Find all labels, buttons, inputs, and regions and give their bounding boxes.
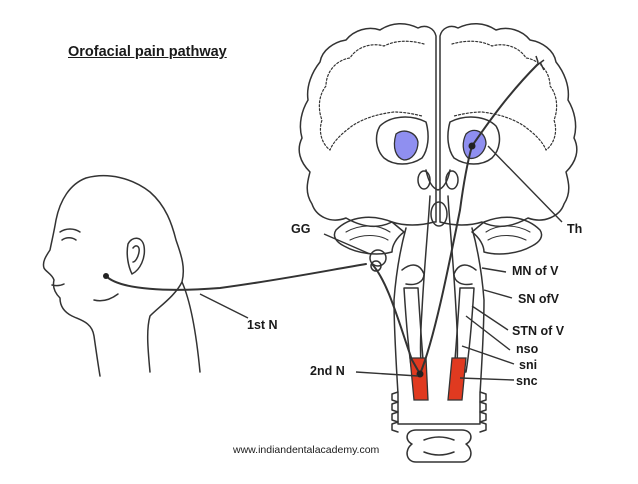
spinal-cord-right-edge — [479, 391, 487, 433]
label-gg: GG — [291, 222, 311, 236]
pathway-third-neuron — [471, 63, 539, 147]
spinal-cross-section — [406, 429, 472, 463]
label-pointers — [199, 145, 563, 381]
head-eye — [61, 237, 77, 241]
head-brow — [59, 228, 81, 233]
pathway-origin-dot — [103, 273, 109, 279]
head-ear-inner — [132, 245, 140, 263]
cerebellum-right-folds — [485, 225, 531, 241]
spinal-cross-section-inner — [423, 436, 455, 456]
thalamus-left — [393, 130, 419, 161]
brainstem-pons-right — [453, 264, 477, 286]
brain-small-left — [417, 170, 431, 190]
brain-right-hemisphere — [439, 23, 578, 228]
brain-inner-left — [375, 116, 429, 165]
pathway-synapse-dot — [416, 370, 424, 378]
nucleus-caudalis-left — [409, 357, 429, 401]
brain-small-right — [445, 170, 459, 190]
brainstem-midline-left — [419, 195, 431, 373]
label-nso: nso — [516, 342, 539, 356]
label-sn-of-v: SN ofV — [518, 292, 559, 306]
footer-url: www.indiandentalacademy.com — [233, 444, 380, 456]
label-mn-of-v: MN of V — [512, 264, 559, 278]
brain-third-ventricle — [425, 169, 451, 191]
label-1st-n: 1st N — [247, 318, 278, 332]
cerebellum-left-folds — [345, 225, 391, 241]
label-th: Th — [567, 222, 583, 236]
head-neck-back — [181, 281, 201, 373]
spinal-cord-left-edge — [391, 391, 399, 433]
head-ear — [126, 237, 146, 275]
label-snc: snc — [516, 374, 538, 388]
brain-inner-right — [447, 116, 501, 165]
label-sni: sni — [519, 358, 538, 372]
brainstem-aqueduct — [430, 201, 448, 227]
cortex-terminal — [535, 55, 545, 71]
brainstem-outline — [393, 227, 485, 425]
nucleus-caudalis-right — [447, 357, 467, 401]
pathway-second-neuron — [419, 145, 473, 375]
ganglion-gg — [369, 249, 387, 267]
cerebellum-right — [471, 216, 543, 255]
cerebellum-left — [333, 216, 405, 255]
pathway-thalamus-dot — [468, 142, 476, 150]
head-jaw — [93, 293, 119, 302]
head-mouth — [51, 283, 65, 287]
label-stn-of-v: STN of V — [512, 324, 565, 338]
brain-left-hemisphere — [298, 23, 437, 228]
diagram-title: Orofacial pain pathway — [68, 44, 227, 60]
pathway-first-neuron — [105, 263, 367, 291]
brainstem-midline-right — [447, 195, 459, 373]
brainstem-pons-left — [401, 264, 425, 286]
pathway-descending — [371, 263, 421, 375]
brain-left-gyri — [318, 40, 425, 151]
head-outline — [42, 174, 185, 377]
ganglion-gg-small — [370, 260, 382, 272]
label-2nd-n: 2nd N — [310, 364, 345, 378]
